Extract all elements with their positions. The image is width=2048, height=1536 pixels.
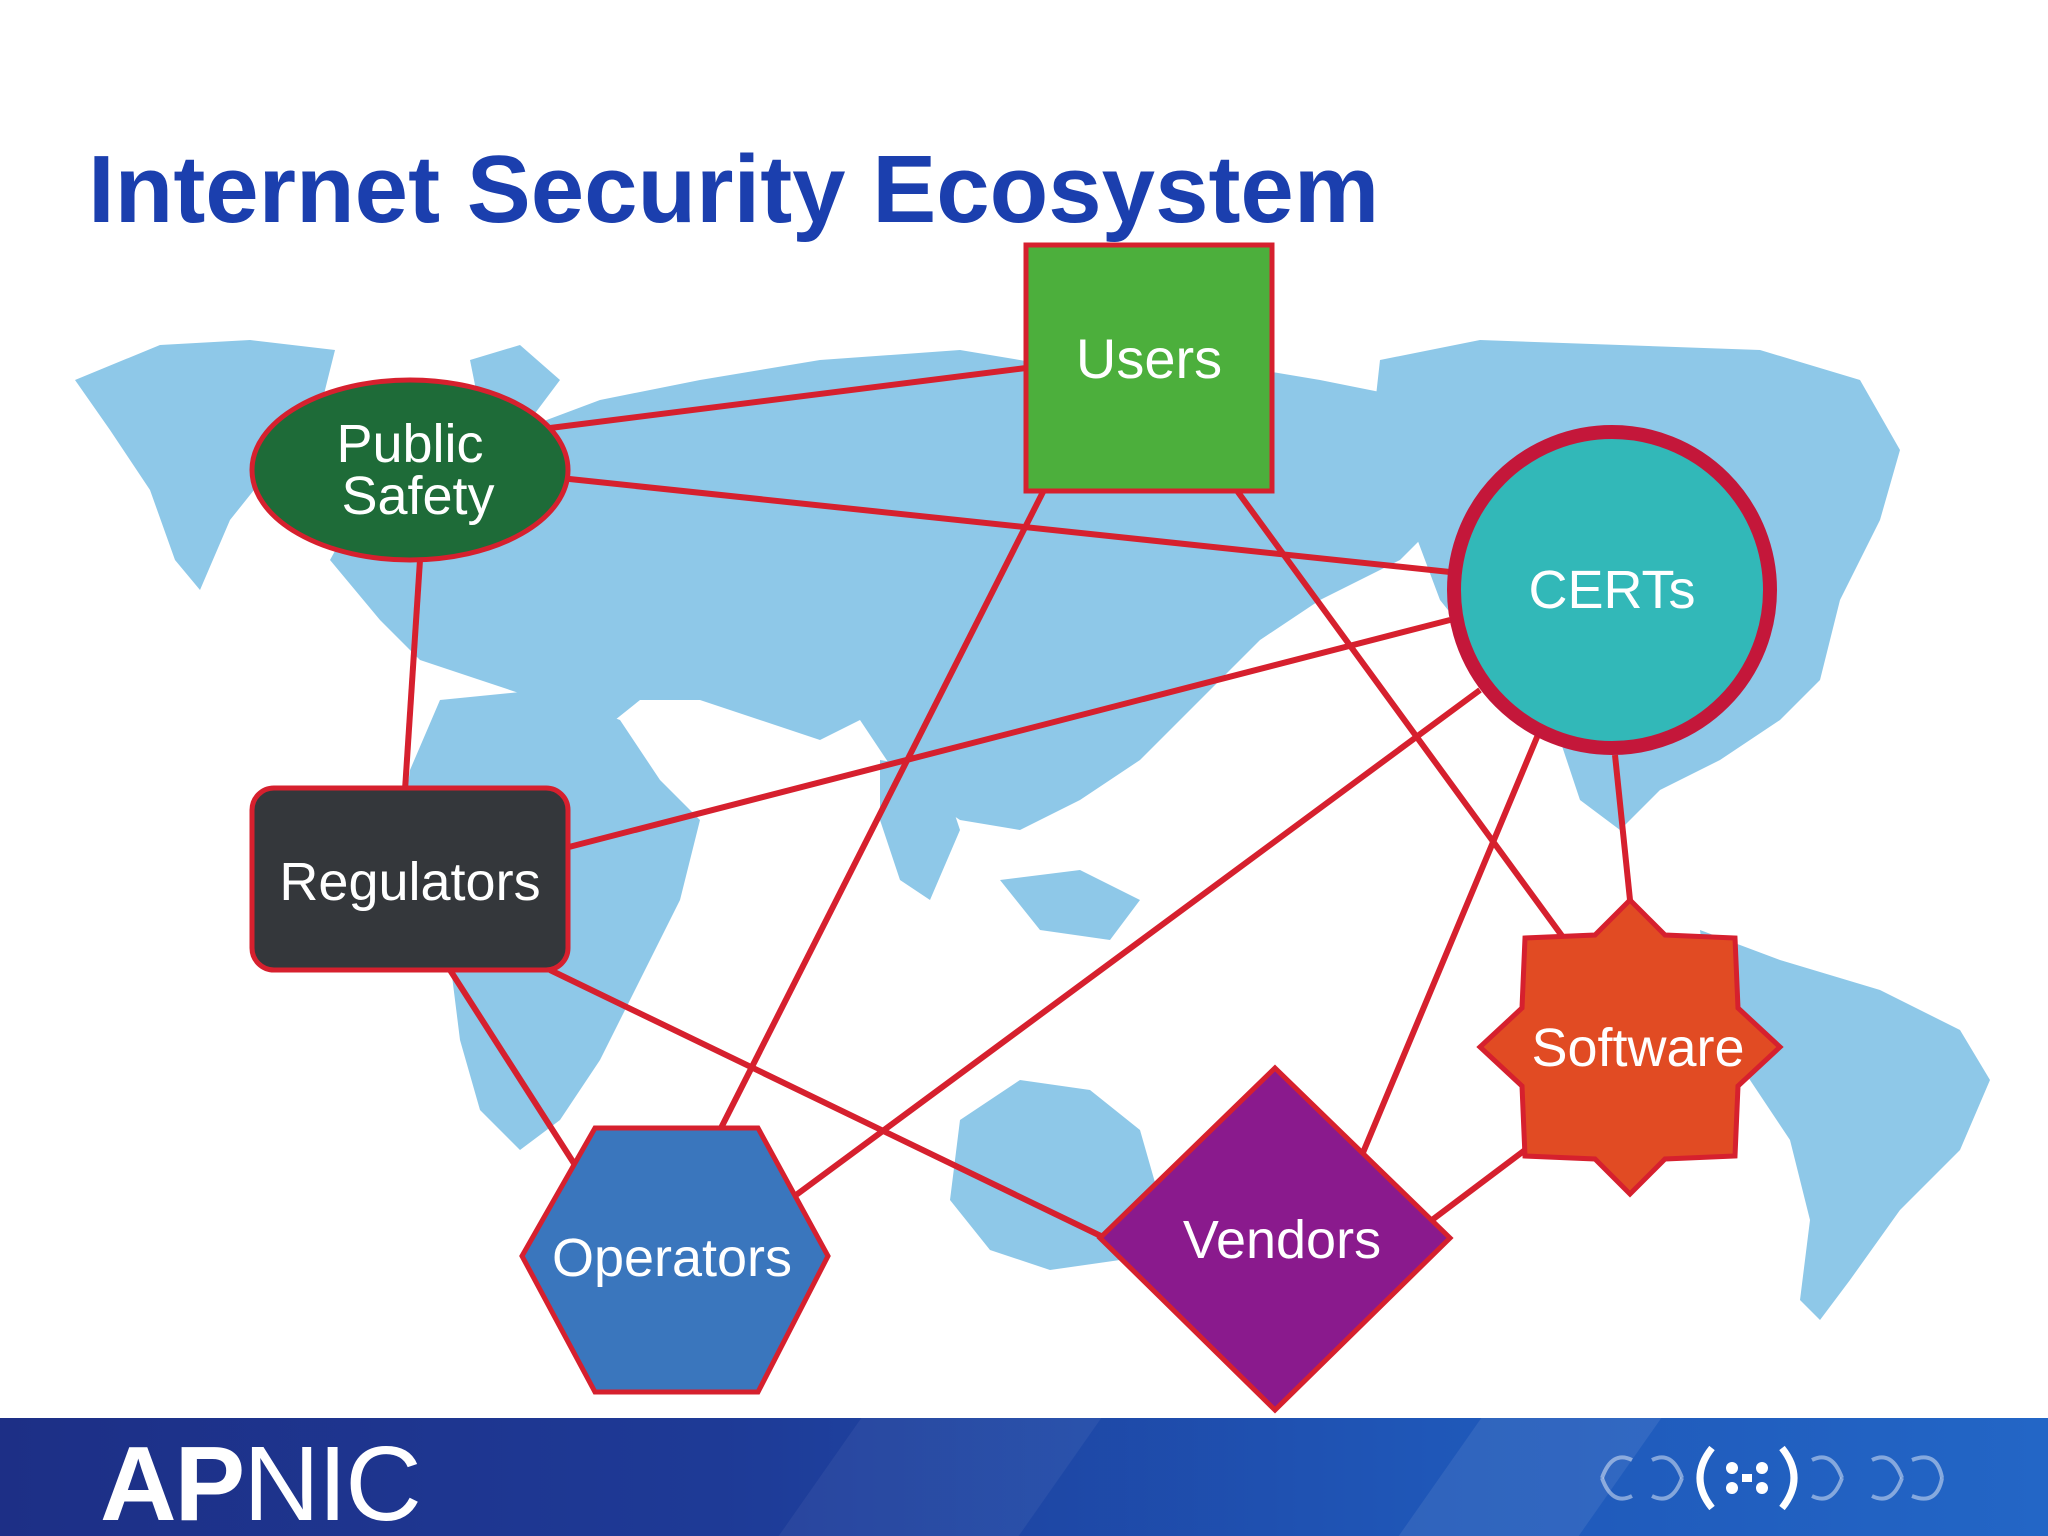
apnic-logo: APNIC	[100, 1424, 422, 1536]
vendors-label: Vendors	[1183, 1210, 1381, 1270]
users-label: Users	[1076, 327, 1222, 390]
connector-public-safety-regulators	[402, 559, 423, 791]
connector-users-operators	[717, 486, 1048, 1132]
connector-certs-software	[1612, 754, 1633, 901]
regulators-node: Regulators	[249, 785, 571, 973]
connector-certs-operators	[790, 687, 1482, 1201]
connector-public-safety-users	[549, 365, 1027, 431]
operators-node: Operators	[519, 1125, 831, 1395]
software-node: Software	[1476, 896, 1784, 1198]
regulators-label: Regulators	[279, 852, 540, 912]
operators-label: Operators	[552, 1228, 792, 1288]
apnic-logo-bold: AP	[100, 1425, 245, 1536]
users-node: Users	[1023, 242, 1275, 494]
public-safety-label-line2: Safety	[341, 466, 494, 526]
connector-certs-vendors	[1359, 728, 1543, 1157]
apnic-logo-thin: NIC	[243, 1425, 422, 1536]
connector-users-software	[1232, 486, 1568, 942]
connector-regulators-vendors	[548, 967, 1107, 1241]
software-label: Software	[1531, 1018, 1744, 1078]
public-safety-label-line1: Public	[336, 414, 483, 474]
network-mark-icon	[1600, 1445, 1944, 1511]
connector-vendors-software	[1430, 1147, 1527, 1223]
footer-stripe	[778, 1418, 1102, 1536]
certs-label: CERTs	[1528, 560, 1695, 620]
connector-public-safety-certs	[559, 475, 1451, 575]
certs-node: CERTs	[1447, 425, 1777, 755]
connector-lines	[402, 365, 1633, 1241]
slide-title: Internet Security Ecosystem	[88, 136, 1380, 243]
footer-bar: APNIC	[0, 1418, 2048, 1536]
vendors-node: Vendors	[1096, 1064, 1454, 1414]
connector-regulators-operators	[447, 968, 578, 1167]
public-safety-node: Public Safety	[249, 377, 571, 563]
connector-certs-regulators	[564, 617, 1451, 851]
